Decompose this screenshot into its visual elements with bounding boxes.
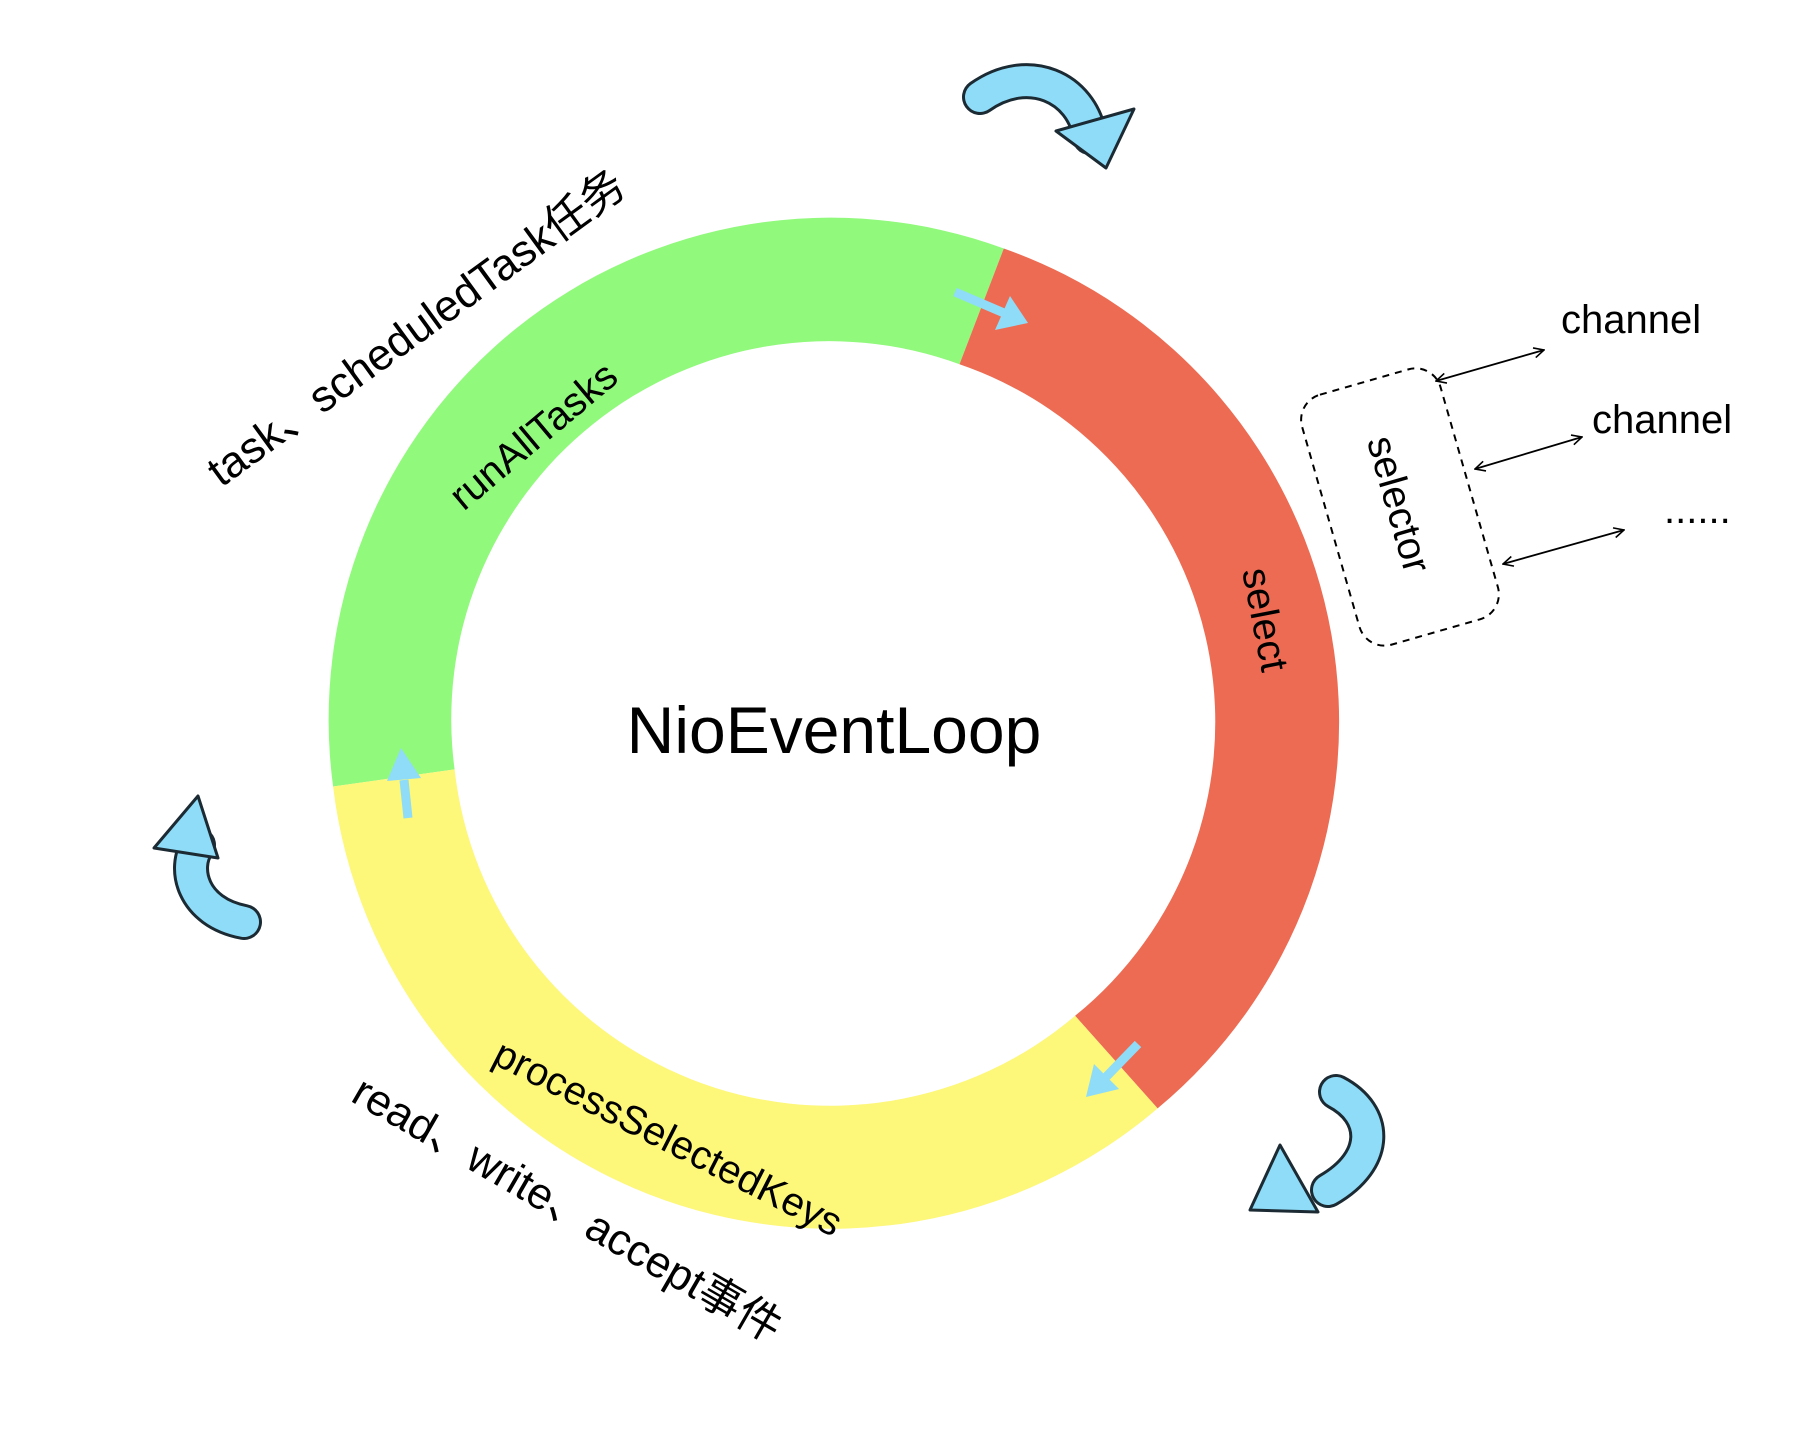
flow-arrow-right-icon	[1248, 1074, 1386, 1214]
flow-arrows	[152, 63, 1386, 1214]
channel-connector-1	[1436, 350, 1544, 381]
flow-arrow-left-icon	[152, 794, 262, 940]
process-selected-keys-segment	[333, 769, 1158, 1229]
channel-connectors	[1436, 350, 1624, 564]
green-to-red-arrow-icon	[953, 287, 1028, 330]
flow-arrow-top-icon	[962, 63, 1136, 170]
channel-label-1: channel	[1561, 298, 1701, 342]
channel-connector-3	[1503, 530, 1624, 564]
run-all-tasks-segment	[328, 217, 1004, 787]
channel-label-2: channel	[1592, 398, 1732, 442]
red-to-yellow-arrow-icon	[1086, 1040, 1142, 1097]
select-segment	[959, 248, 1340, 1109]
center-title: NioEventLoop	[627, 693, 1042, 767]
channel-ellipsis: ......	[1664, 488, 1731, 532]
event-loop-ring	[328, 217, 1340, 1229]
selector-label: selector	[1358, 431, 1439, 578]
yellow-to-green-arrow-icon	[387, 748, 421, 819]
channel-connector-2	[1475, 437, 1582, 469]
transition-arrows	[387, 287, 1142, 1097]
selector-box: selector	[1300, 367, 1500, 647]
